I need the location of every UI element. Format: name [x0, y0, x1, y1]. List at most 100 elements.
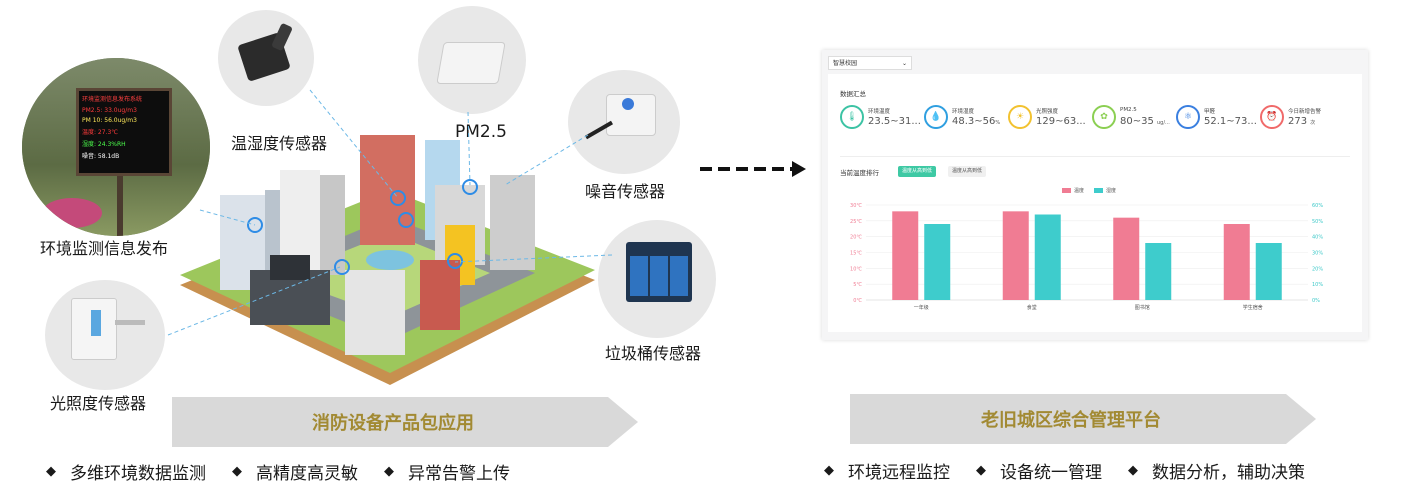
tab-high-to-low-active[interactable]: 温度从高到低 [898, 166, 937, 177]
sensor-marker [390, 190, 406, 206]
y-tick-right: 30% [1312, 251, 1323, 257]
feature-item: 多维环境数据监测 [70, 464, 206, 484]
y-tick-left: 25℃ [850, 219, 862, 225]
feature-item: 环境远程监控 [848, 463, 950, 483]
right-banner: 老旧城区综合管理平台 [850, 394, 1316, 444]
diamond-bullet-icon: ◆ [824, 463, 834, 478]
y-tick-right: 0% [1312, 298, 1320, 304]
building [345, 270, 405, 355]
led-line: 湿度: 24.3%RH [82, 141, 126, 148]
building [420, 260, 460, 330]
led-screen-title: 环境监测信息发布系统 [82, 96, 143, 103]
metric-label: 甲醛 [1204, 109, 1216, 115]
left-features: ◆ 多维环境数据监测 ◆ 高精度高灵敏 ◆ 异常告警上传 [46, 459, 536, 484]
right-features: ◆ 环境远程监控 ◆ 设备统一管理 ◆ 数据分析，辅助决策 [824, 458, 1331, 483]
feature-item: 高精度高灵敏 [256, 464, 358, 484]
diamond-bullet-icon: ◆ [232, 464, 242, 479]
campus-select[interactable]: 智慧校园 ⌄ [828, 56, 912, 70]
metric-value: 129~63... [1036, 116, 1086, 127]
metric-label: 环境湿度 [952, 109, 975, 115]
left-banner-shape [172, 397, 638, 447]
noise-mic [622, 98, 634, 110]
sensor-marker [398, 212, 414, 228]
light-window [91, 310, 101, 336]
sensor-marker [334, 259, 350, 275]
x-tick-label: 食堂 [1027, 304, 1037, 311]
display-board-label: 环境监测信息发布 [40, 239, 169, 258]
billboard [270, 255, 310, 280]
tab-high-to-low[interactable]: 温度从高到低 [948, 166, 987, 177]
y-tick-left: 20℃ [850, 235, 862, 241]
chart-legend: 温度 湿度 [1062, 187, 1116, 194]
trash-circle [598, 220, 716, 338]
metric-value: 80~35 ug/... [1120, 116, 1170, 127]
diamond-bullet-icon: ◆ [384, 464, 394, 479]
feature-item: 异常告警上传 [408, 464, 510, 484]
light-cable [115, 320, 145, 325]
diamond-bullet-icon: ◆ [976, 463, 986, 478]
y-tick-right: 50% [1312, 219, 1323, 225]
y-tick-left: 10℃ [850, 266, 862, 272]
legend-label: 湿度 [1106, 188, 1117, 194]
fountain [366, 250, 414, 270]
noise-circle [568, 70, 680, 174]
led-line: 温度: 27.3℃ [82, 129, 119, 136]
sensor-marker [247, 217, 263, 233]
metric-value: 52.1~73... [1204, 116, 1257, 127]
legend-swatch-humidity [1094, 188, 1104, 193]
dashboard-screenshot: 智慧校园 ⌄ 数据汇总 🌡 环境温度 23.5~31... 💧 环境湿度 48.… [822, 50, 1368, 340]
y-tick-left: 30℃ [850, 203, 862, 209]
trash-bin-3 [670, 256, 688, 296]
y-tick-left: 0℃ [853, 298, 862, 304]
bar-temperature [1113, 217, 1140, 300]
led-line: 噪音: 58.1dB [82, 153, 120, 160]
bar-humidity [1145, 243, 1172, 300]
campus-select-value: 智慧校园 [833, 60, 858, 67]
city-svg [180, 135, 595, 385]
trash-bin-2 [650, 256, 668, 296]
bar-humidity [924, 224, 951, 300]
metric-label: 今日新增告警 [1288, 109, 1322, 115]
metric-unit: 次 [1310, 120, 1316, 126]
metric-label: PM2.5 [1120, 107, 1137, 113]
alarm-icon: ⏰ [1260, 105, 1284, 129]
dashboard-panel: 数据汇总 🌡 环境温度 23.5~31... 💧 环境湿度 48.3~56% ☀… [828, 74, 1362, 332]
left-banner-text: 消防设备产品包应用 [312, 413, 474, 434]
thermometer-icon: 🌡 [840, 105, 864, 129]
metric-formaldehyde: ⚛ 甲醛 52.1~73... [1176, 105, 1257, 135]
temp-humidity-circle [218, 10, 314, 106]
summary-title: 数据汇总 [840, 90, 866, 98]
pm25-circle [418, 6, 526, 114]
y-tick-right: 20% [1312, 266, 1323, 272]
city-illustration [170, 95, 600, 395]
right-banner-shape [850, 394, 1316, 444]
led-screen: 环境监测信息发布系统 PM2.5: 33.0ug/m3 PM 10: 56.0u… [76, 88, 172, 176]
light-label: 光照度传感器 [50, 394, 147, 413]
building [320, 175, 345, 275]
metric-value: 23.5~31... [868, 116, 921, 127]
x-tick-label: 一年级 [914, 304, 929, 311]
metric-temperature: 🌡 环境温度 23.5~31... [840, 105, 921, 135]
metric-value: 48.3~56% [952, 116, 1001, 127]
building [490, 175, 535, 270]
metric-label: 光照强度 [1036, 109, 1059, 115]
droplet-icon: 💧 [924, 105, 948, 129]
bar-temperature [1223, 224, 1250, 300]
sensor-marker [462, 179, 478, 195]
bar-humidity [1034, 214, 1061, 300]
chevron-down-icon: ⌄ [901, 60, 907, 67]
metric-value: 273 次 [1288, 116, 1316, 127]
y-tick-right: 60% [1312, 203, 1323, 209]
feature-item: 设备统一管理 [1000, 463, 1102, 483]
metric-humidity: 💧 环境湿度 48.3~56% [924, 105, 1004, 135]
x-tick-label: 图书馆 [1135, 304, 1150, 311]
x-tick-label: 学生宿舍 [1243, 304, 1263, 311]
metric-unit: ug/... [1157, 120, 1170, 126]
y-tick-right: 10% [1312, 282, 1323, 288]
sensor-marker [447, 253, 463, 269]
led-line: PM2.5: 33.0ug/m3 [82, 107, 137, 114]
feature-item: 数据分析，辅助决策 [1152, 463, 1305, 483]
noise-label: 噪音传感器 [585, 182, 666, 201]
metric-pm25: ✿ PM2.5 80~35 ug/... [1092, 105, 1172, 135]
